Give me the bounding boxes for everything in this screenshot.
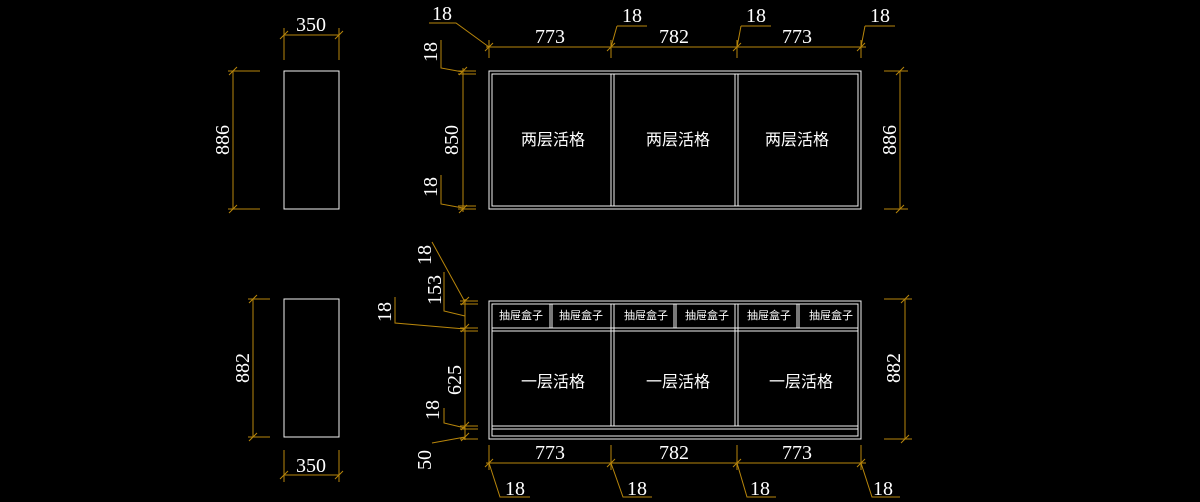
- lower-right-dim: [884, 294, 912, 444]
- upper-side-width-label: 350: [296, 14, 326, 36]
- dim-label: 18: [414, 245, 436, 265]
- drawer-label: 抽屉盒子: [809, 308, 853, 322]
- drawer-label: 抽屉盒子: [559, 308, 603, 322]
- dim-label: 882: [232, 353, 254, 383]
- dim-label: 350: [296, 455, 326, 477]
- lower-side-height-dim: [248, 294, 270, 442]
- upper-side-width-dim: [279, 28, 344, 60]
- drawer-label: 抽屉盒子: [624, 308, 668, 322]
- lower-side-view: 882 350: [232, 294, 344, 482]
- upper-side-view: 350 886: [212, 14, 344, 214]
- dim-label: 18: [627, 478, 647, 500]
- upper-side-height-dim: [228, 66, 260, 214]
- compartment-label: 两层活格: [646, 130, 710, 149]
- dim-label: 18: [422, 400, 444, 420]
- dim-label: 18: [873, 478, 893, 500]
- dim-label: 18: [505, 478, 525, 500]
- dim-label: 18: [420, 42, 442, 62]
- upper-front-view: 两层活格 两层活格 两层活格 773 782 773 18 18 18 18 1…: [420, 3, 908, 214]
- dim-label: 773: [535, 442, 565, 464]
- dim-label: 153: [424, 275, 446, 305]
- dim-label: 18: [746, 5, 766, 27]
- upper-side-height-label: 886: [212, 125, 234, 155]
- compartment-label: 两层活格: [765, 130, 829, 149]
- dim-label: 773: [782, 442, 812, 464]
- compartment-label: 一层活格: [521, 372, 585, 391]
- dim-label: 18: [870, 5, 890, 27]
- upper-right-dim: [884, 66, 908, 214]
- lower-bottom-dim: [484, 445, 900, 498]
- dim-label: 18: [420, 177, 442, 197]
- dim-label: 18: [374, 302, 396, 322]
- lower-side-panel: [283, 298, 340, 438]
- dim-label: 50: [414, 450, 436, 470]
- dim-label: 882: [883, 353, 905, 383]
- compartment-label: 一层活格: [646, 372, 710, 391]
- dim-label: 18: [432, 3, 452, 25]
- lower-left-dim: [394, 241, 478, 444]
- dim-label: 625: [444, 365, 466, 395]
- lower-front-view: 抽屉盒子 抽屉盒子 抽屉盒子 抽屉盒子 抽屉盒子 抽屉盒子 一层活格 一层活格 …: [374, 241, 912, 500]
- dim-label: 18: [750, 478, 770, 500]
- compartment-label: 两层活格: [521, 130, 585, 149]
- dim-label: 782: [659, 442, 689, 464]
- drawer-label: 抽屉盒子: [685, 308, 729, 322]
- dim-label: 18: [622, 5, 642, 27]
- dim-label: 773: [782, 26, 812, 48]
- compartment-label: 一层活格: [769, 372, 833, 391]
- dim-label: 886: [879, 125, 901, 155]
- dim-label: 850: [441, 125, 463, 155]
- upper-side-panel: [283, 70, 340, 210]
- dim-label: 773: [535, 26, 565, 48]
- dim-label: 782: [659, 26, 689, 48]
- drawer-label: 抽屉盒子: [747, 308, 791, 322]
- drawer-label: 抽屉盒子: [499, 308, 543, 322]
- lower-side-width-dim: [279, 450, 344, 482]
- upper-left-dim: [440, 40, 476, 214]
